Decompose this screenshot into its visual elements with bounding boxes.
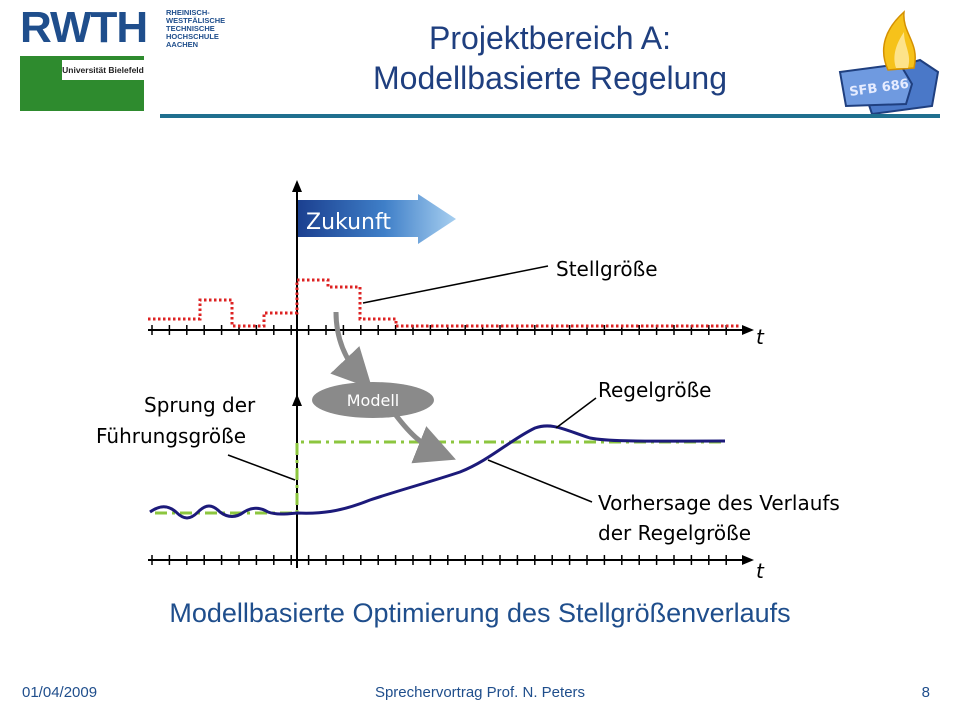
axis-label-top: t: [756, 325, 765, 349]
footer-date: 01/04/2009: [22, 684, 98, 701]
regelgroesse-pointer: [555, 397, 597, 429]
title-line-2: Modellbasierte Regelung: [373, 60, 727, 96]
sprung-pointer: [227, 454, 296, 481]
model-label: Modell: [347, 391, 399, 410]
regelgroesse-label: Regelgröße: [598, 378, 711, 402]
stellgroesse-label: Stellgröße: [556, 257, 658, 281]
rwth-line: HOCHSCHULE: [166, 32, 219, 41]
vorhersage-label-line-2: der Regelgröße: [598, 521, 751, 545]
future-arrow: [297, 194, 456, 244]
rwth-subtitle: RHEINISCH- WESTFÄLISCHE TECHNISCHE HOCHS…: [166, 9, 236, 49]
rwth-line: AACHEN: [166, 40, 199, 49]
rwth-line: WESTFÄLISCHE: [166, 16, 226, 25]
axis-ticks-top: [151, 325, 727, 335]
page-title: Projektbereich A: Modellbasierte Regelun…: [300, 18, 800, 98]
stellgroesse-pointer: [362, 265, 549, 304]
axis-ticks-bottom: [151, 555, 727, 565]
slide-caption: Modellbasierte Optimierung des Stellgröß…: [169, 598, 791, 628]
regelgroesse-curve: [149, 424, 726, 520]
axis-arrow-top: [292, 180, 302, 192]
sprung-label-line-2: Führungsgröße: [96, 424, 246, 448]
sfb-logo: SFB 686: [838, 10, 940, 116]
model-output-arrow: [389, 408, 456, 464]
vorhersage-label-line-1: Vorhersage des Verlaufs: [598, 491, 840, 515]
page-number: 8: [921, 684, 930, 701]
rwth-logo: RWTH: [20, 3, 148, 52]
bielefeld-label: Universität Bielefeld: [62, 60, 144, 80]
stellgroesse-curve: [148, 278, 740, 328]
axis-arrow-middle: [292, 394, 302, 406]
title-line-1: Projektbereich A:: [429, 20, 671, 56]
vorhersage-pointer: [487, 459, 593, 503]
future-arrow-label: Zukunft: [306, 210, 391, 235]
footer-presenter: Sprechervortrag Prof. N. Peters: [374, 684, 586, 701]
header-divider: [160, 114, 940, 118]
rwth-line: RHEINISCH-: [166, 8, 210, 17]
sprung-label-line-1: Sprung der: [144, 393, 256, 417]
rwth-line: TECHNISCHE: [166, 24, 215, 33]
axis-label-bottom: t: [756, 559, 765, 583]
model-node: [312, 382, 434, 418]
model-input-arrow: [330, 311, 373, 389]
